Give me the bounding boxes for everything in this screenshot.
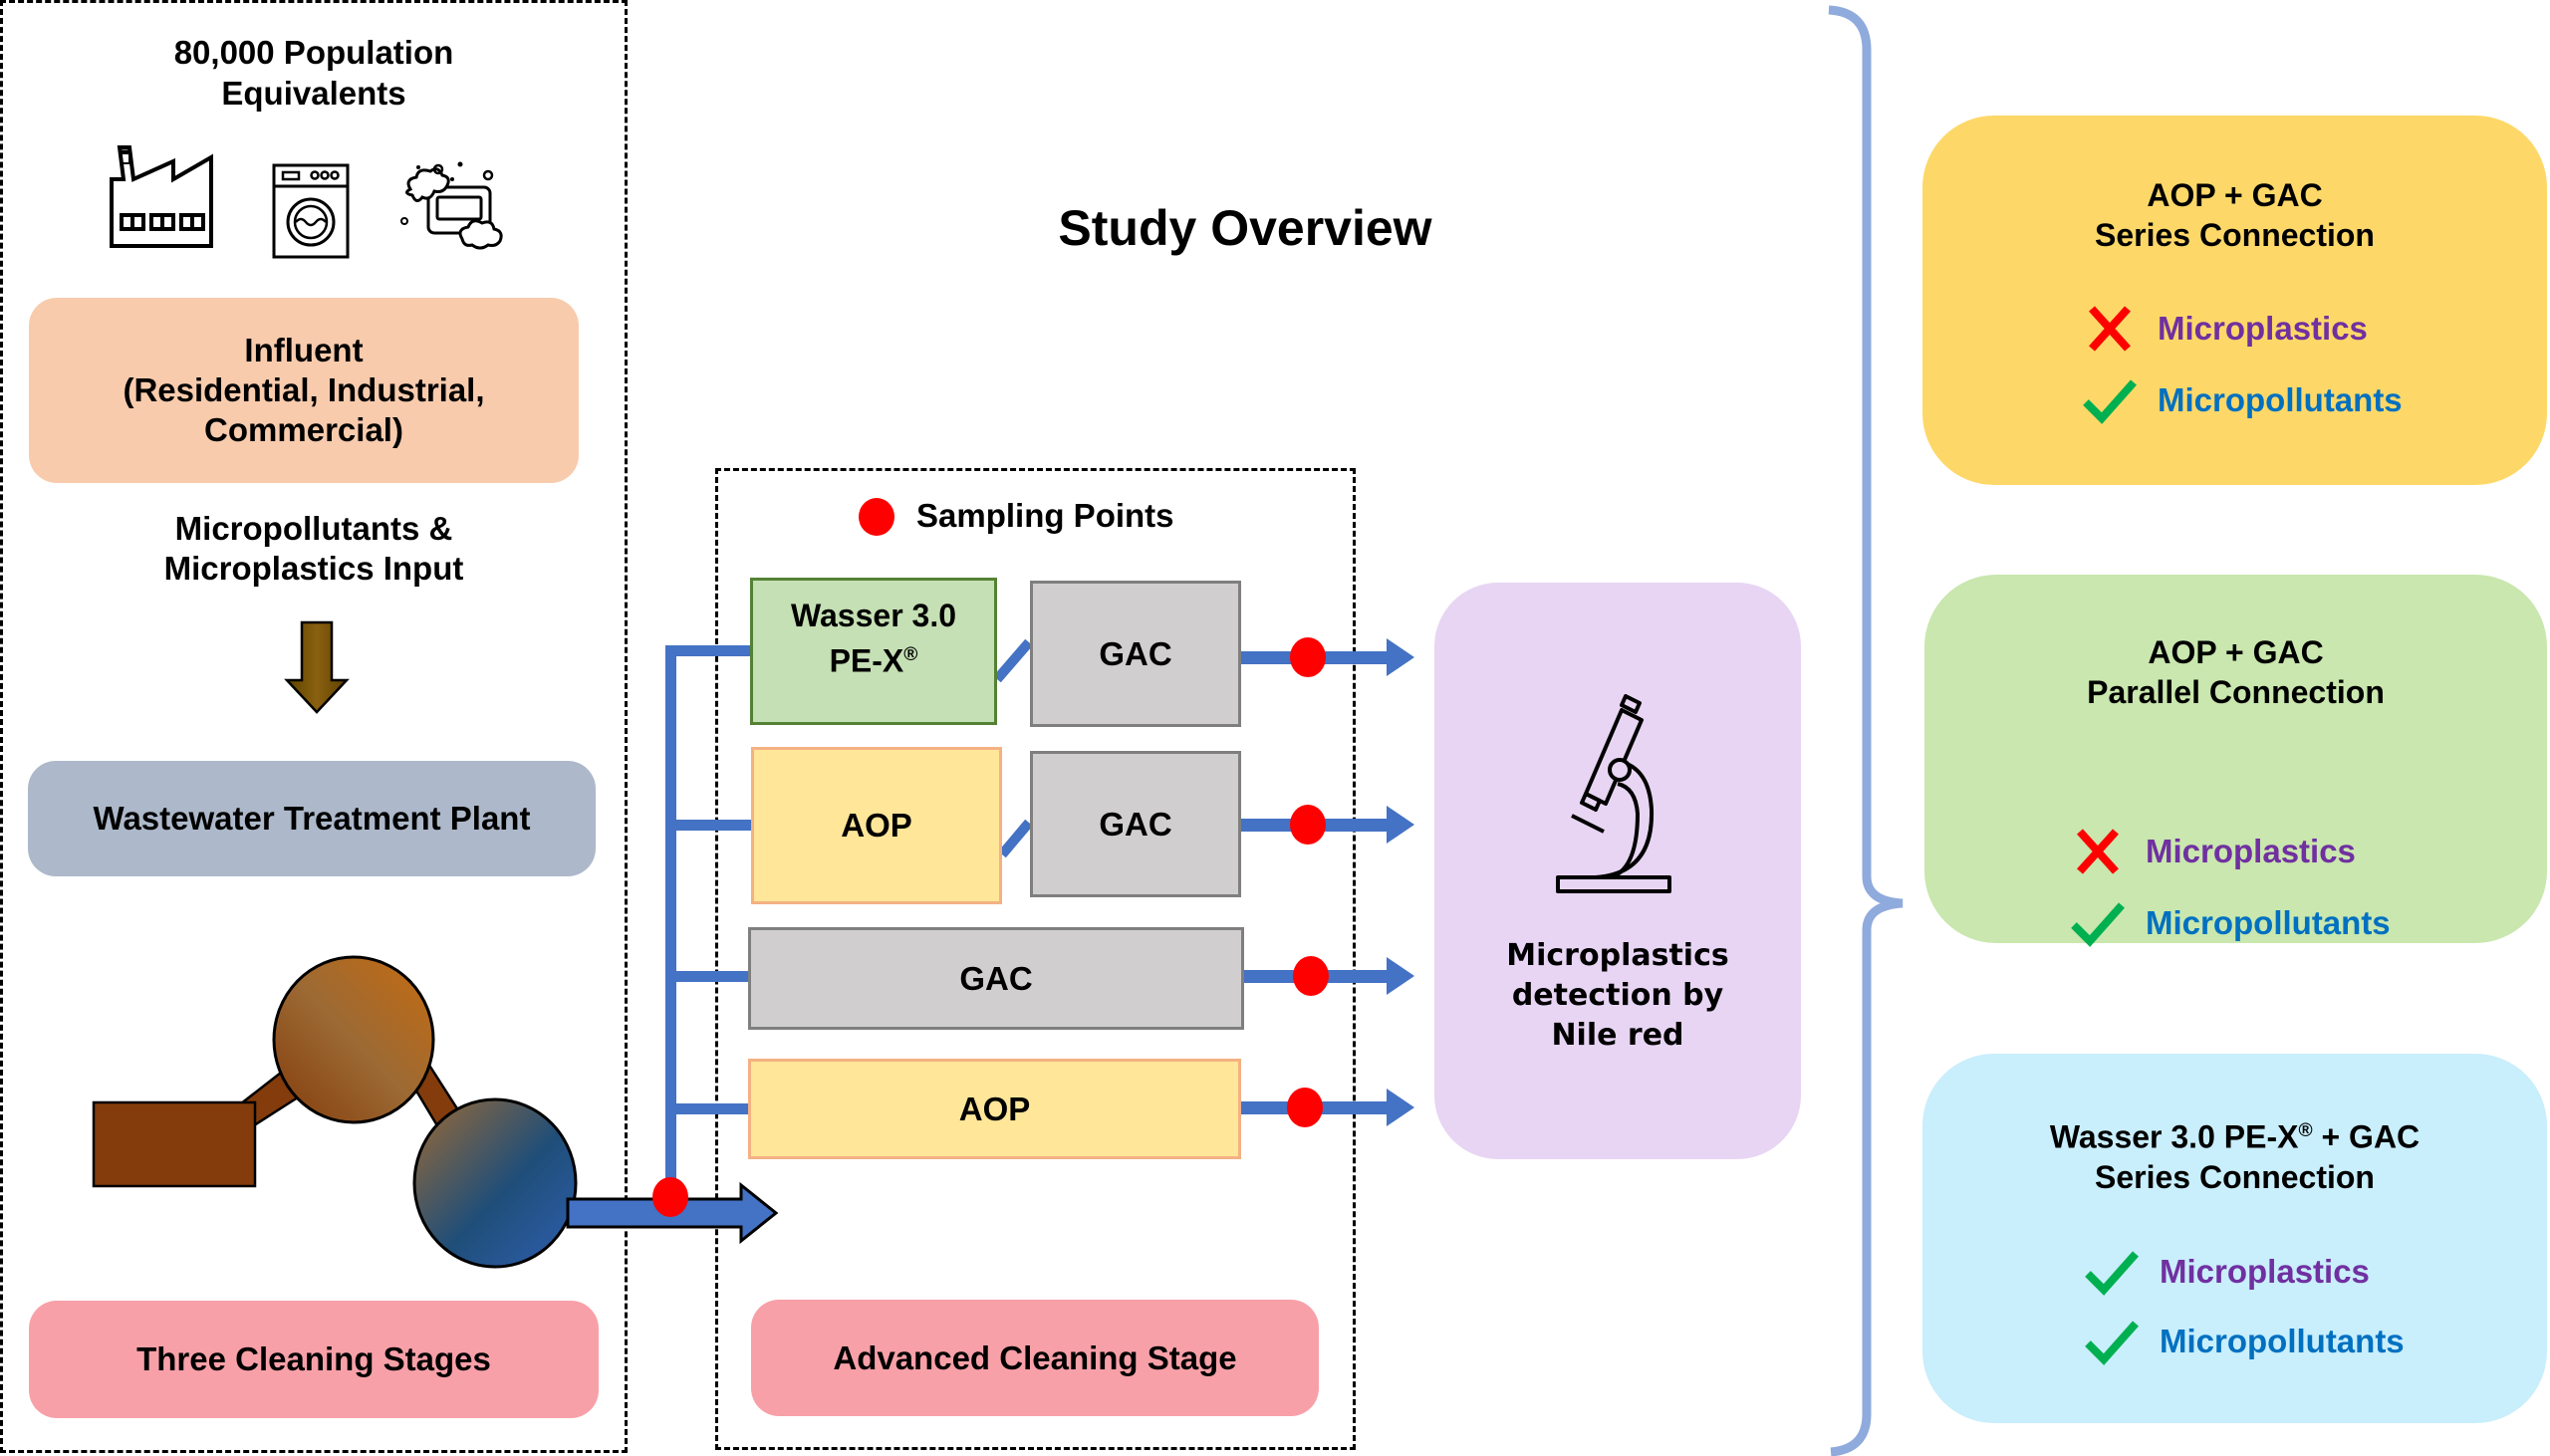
result-wasser-gac-series: Wasser 3.0 PE-X® + GAC Series Connection… <box>1922 1054 2547 1423</box>
gac-2-label: GAC <box>1099 805 1172 843</box>
result-aop-gac-parallel: AOP + GAC Parallel Connection Microplast… <box>1924 575 2547 947</box>
sampling-legend-dot <box>859 498 894 536</box>
cross-icon <box>2070 824 2126 879</box>
branch-pipe-1 <box>665 645 751 656</box>
result-title-line-1: Wasser 3.0 PE-X® + GAC <box>2049 1118 2421 1155</box>
check-icon <box>2082 372 2138 428</box>
result-item-label: Micropollutants <box>2158 381 2403 418</box>
wwtp-label: Wastewater Treatment Plant <box>93 800 531 838</box>
detection-label: Microplastics detection by Nile red <box>1434 936 1801 1056</box>
influent-title: Influent <box>244 332 364 368</box>
tertiary-tank <box>412 1097 578 1269</box>
unit-gac-standalone: GAC <box>748 927 1244 1030</box>
result-item-label: Microplastics <box>2158 310 2368 347</box>
result-item-micropollutants: Micropollutants <box>2084 1314 2405 1369</box>
result-item-label: Microplastics <box>2160 1253 2370 1290</box>
result-title-line-2: Series Connection <box>2095 1158 2375 1195</box>
outflow-arrowhead-3 <box>1387 957 1414 995</box>
sampling-legend-label: Sampling Points <box>916 497 1174 534</box>
page-title: Study Overview <box>1058 200 1432 256</box>
population-label: 80,000 Population Equivalents <box>0 32 628 114</box>
wasser-line-2: PE-X® <box>829 642 918 679</box>
aop-standalone-label: AOP <box>958 1090 1031 1127</box>
unit-aop-standalone: AOP <box>748 1059 1241 1159</box>
unit-gac-1: GAC <box>1030 581 1241 727</box>
advanced-stage-label: Advanced Cleaning Stage <box>833 1338 1237 1376</box>
unit-gac-2: GAC <box>1030 751 1241 897</box>
series-connector-1 <box>993 638 1033 683</box>
primary-tank <box>92 1100 257 1188</box>
wwtp-box: Wastewater Treatment Plant <box>28 761 596 876</box>
influent-box: Influent (Residential, Industrial, Comme… <box>29 298 579 483</box>
three-stages-label: Three Cleaning Stages <box>136 1340 491 1378</box>
result-title-line-2: Parallel Connection <box>2087 674 2385 710</box>
check-icon <box>2084 1244 2140 1300</box>
result-aop-gac-series: AOP + GAC Series Connection Microplastic… <box>1922 116 2547 485</box>
population-line-1: 80,000 Population <box>173 34 454 71</box>
input-label: Micropollutants & Microplastics Input <box>0 509 628 589</box>
input-line-1: Micropollutants & <box>174 510 453 547</box>
result-item-label: Micropollutants <box>2160 1323 2405 1359</box>
outflow-arrowhead-4 <box>1387 1089 1414 1126</box>
washing-machine-icon <box>272 163 350 259</box>
result-title: Wasser 3.0 PE-X® + GAC Series Connection <box>1922 1111 2547 1197</box>
unit-wasser-pex: Wasser 3.0 PE-X® <box>750 578 997 725</box>
series-connector-2 <box>998 819 1033 858</box>
branch-pipe-3 <box>665 971 749 982</box>
gac-1-label: GAC <box>1099 634 1172 672</box>
result-item-micropollutants: Micropollutants <box>2082 372 2403 428</box>
unit-aop-1: AOP <box>751 747 1002 904</box>
branch-pipe-2 <box>665 820 751 831</box>
result-item-microplastics: Microplastics <box>2084 1244 2370 1300</box>
factory-icon <box>110 145 213 248</box>
microscope-icon <box>1556 694 1671 893</box>
result-title-line-1: AOP + GAC <box>2147 177 2323 213</box>
outflow-arrowhead-1 <box>1387 638 1414 676</box>
result-item-microplastics: Microplastics <box>2082 301 2368 357</box>
wasser-line-1: Wasser 3.0 <box>790 598 957 634</box>
check-icon <box>2070 895 2126 951</box>
detection-line-1: Microplastics <box>1506 938 1729 973</box>
detection-line-3: Nile red <box>1551 1018 1684 1053</box>
cross-icon <box>2082 301 2138 357</box>
sampling-point-line-2 <box>1290 805 1326 845</box>
outflow-arrowhead-2 <box>1387 806 1414 844</box>
result-title-line-1: AOP + GAC <box>2148 634 2324 670</box>
advanced-stage-panel <box>715 468 1356 1450</box>
treatment-tanks <box>92 955 578 1269</box>
secondary-tank <box>272 955 435 1124</box>
soap-icon <box>400 161 503 250</box>
influent-sources-2: Commercial) <box>204 411 403 448</box>
sampling-point-line-4 <box>1287 1088 1323 1127</box>
population-line-2: Equivalents <box>221 75 406 112</box>
down-arrow-icon <box>284 620 350 714</box>
result-title-line-2: Series Connection <box>2095 217 2375 253</box>
wwtp-panel <box>0 0 628 1453</box>
sampling-point-inflow <box>652 1177 688 1217</box>
sampling-point-line-1 <box>1290 637 1326 677</box>
result-item-label: Micropollutants <box>2146 904 2391 941</box>
detection-line-2: detection by <box>1511 978 1724 1013</box>
result-title: AOP + GAC Series Connection <box>1922 175 2547 255</box>
result-item-micropollutants: Micropollutants <box>2070 895 2391 951</box>
three-stages-box: Three Cleaning Stages <box>29 1301 599 1418</box>
gac-standalone-label: GAC <box>959 959 1033 997</box>
distribution-pipe <box>665 645 676 1201</box>
influent-sources-1: (Residential, Industrial, <box>123 371 485 408</box>
advanced-stage-box: Advanced Cleaning Stage <box>751 1300 1319 1416</box>
result-title: AOP + GAC Parallel Connection <box>1924 632 2547 712</box>
aop-1-label: AOP <box>841 807 912 844</box>
check-icon <box>2084 1314 2140 1369</box>
result-item-label: Microplastics <box>2146 833 2356 869</box>
branch-pipe-4 <box>665 1103 749 1114</box>
result-item-microplastics: Microplastics <box>2070 824 2356 879</box>
sampling-point-line-3 <box>1293 956 1329 996</box>
input-line-2: Microplastics Input <box>163 550 464 587</box>
